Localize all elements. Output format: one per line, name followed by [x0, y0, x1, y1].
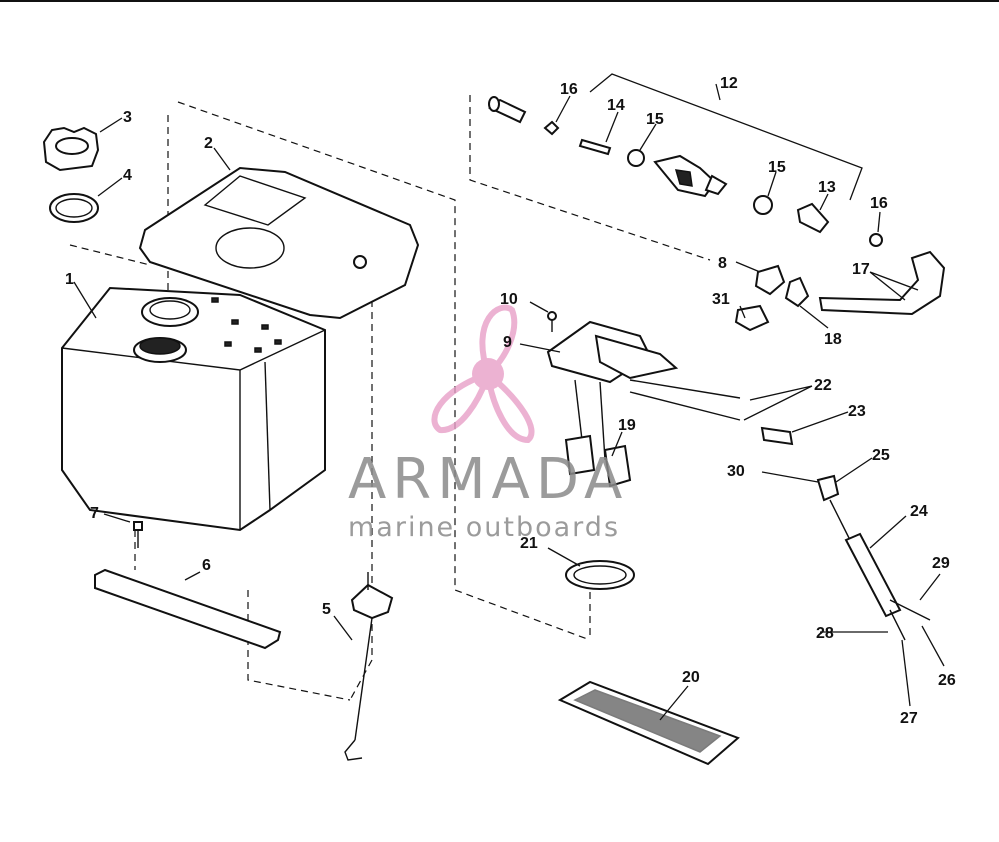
fuel-gauge: [344, 572, 394, 761]
assembly-guides: [69, 95, 711, 701]
callout-29: 29: [932, 555, 950, 572]
fuel-tank: [61, 286, 326, 532]
mounting-screw: [133, 521, 143, 548]
callout-24: 24: [910, 503, 928, 520]
callout-26: 26: [938, 672, 956, 689]
callout-30: 30: [727, 463, 745, 480]
callout-3: 3: [123, 109, 132, 126]
callout-1: 1: [65, 271, 74, 288]
leader-lines: [73, 83, 945, 721]
callout-5: 5: [322, 601, 331, 618]
callout-27: 27: [900, 710, 918, 727]
fuel-pickup-unit: [546, 320, 741, 488]
tank-pad: [557, 680, 740, 766]
callout-21: 21: [520, 535, 538, 552]
pickup-screw: [547, 311, 557, 332]
fuel-hose: [818, 250, 946, 316]
callout-6: 6: [202, 557, 211, 574]
callout-4: 4: [123, 167, 132, 184]
callout-16b: 16: [870, 195, 888, 212]
callout-labels: 3 4 2 1 7 6 5 16 14 15 12 15 13 16 8 17 …: [65, 75, 956, 727]
callout-17: 17: [852, 261, 870, 278]
tank-cover: [138, 166, 420, 320]
callout-10: 10: [500, 291, 518, 308]
callout-14: 14: [607, 97, 625, 114]
callout-19: 19: [618, 417, 636, 434]
pickup-gasket: [565, 560, 635, 590]
callout-13: 13: [818, 179, 836, 196]
watermark-tagline: marine outboards: [348, 512, 620, 543]
callout-7: 7: [90, 505, 99, 522]
callout-18: 18: [824, 331, 842, 348]
callout-8: 8: [718, 255, 727, 272]
callout-20: 20: [682, 669, 700, 686]
callout-31: 31: [712, 291, 730, 308]
hose-clamps: [734, 264, 810, 332]
callout-9: 9: [503, 334, 512, 351]
callout-12: 12: [720, 75, 738, 92]
callout-15b: 15: [768, 159, 786, 176]
watermark-brand: ARMADA: [348, 447, 628, 512]
propeller-logo-icon: [431, 304, 535, 444]
callout-28: 28: [816, 625, 834, 642]
callout-25: 25: [872, 447, 890, 464]
callout-23: 23: [848, 403, 866, 420]
callout-16a: 16: [560, 81, 578, 98]
primer-bulb-assembly: [488, 73, 883, 247]
mounting-bracket: [94, 568, 282, 650]
connector-23: [760, 426, 794, 446]
fuel-sender: [816, 474, 931, 641]
callout-2: 2: [204, 135, 213, 152]
armada-watermark: ARMADA marine outboards: [348, 304, 628, 543]
callout-15a: 15: [646, 111, 664, 128]
callout-22: 22: [814, 377, 832, 394]
cap-gasket: [49, 193, 99, 223]
filler-cap: [42, 126, 100, 172]
